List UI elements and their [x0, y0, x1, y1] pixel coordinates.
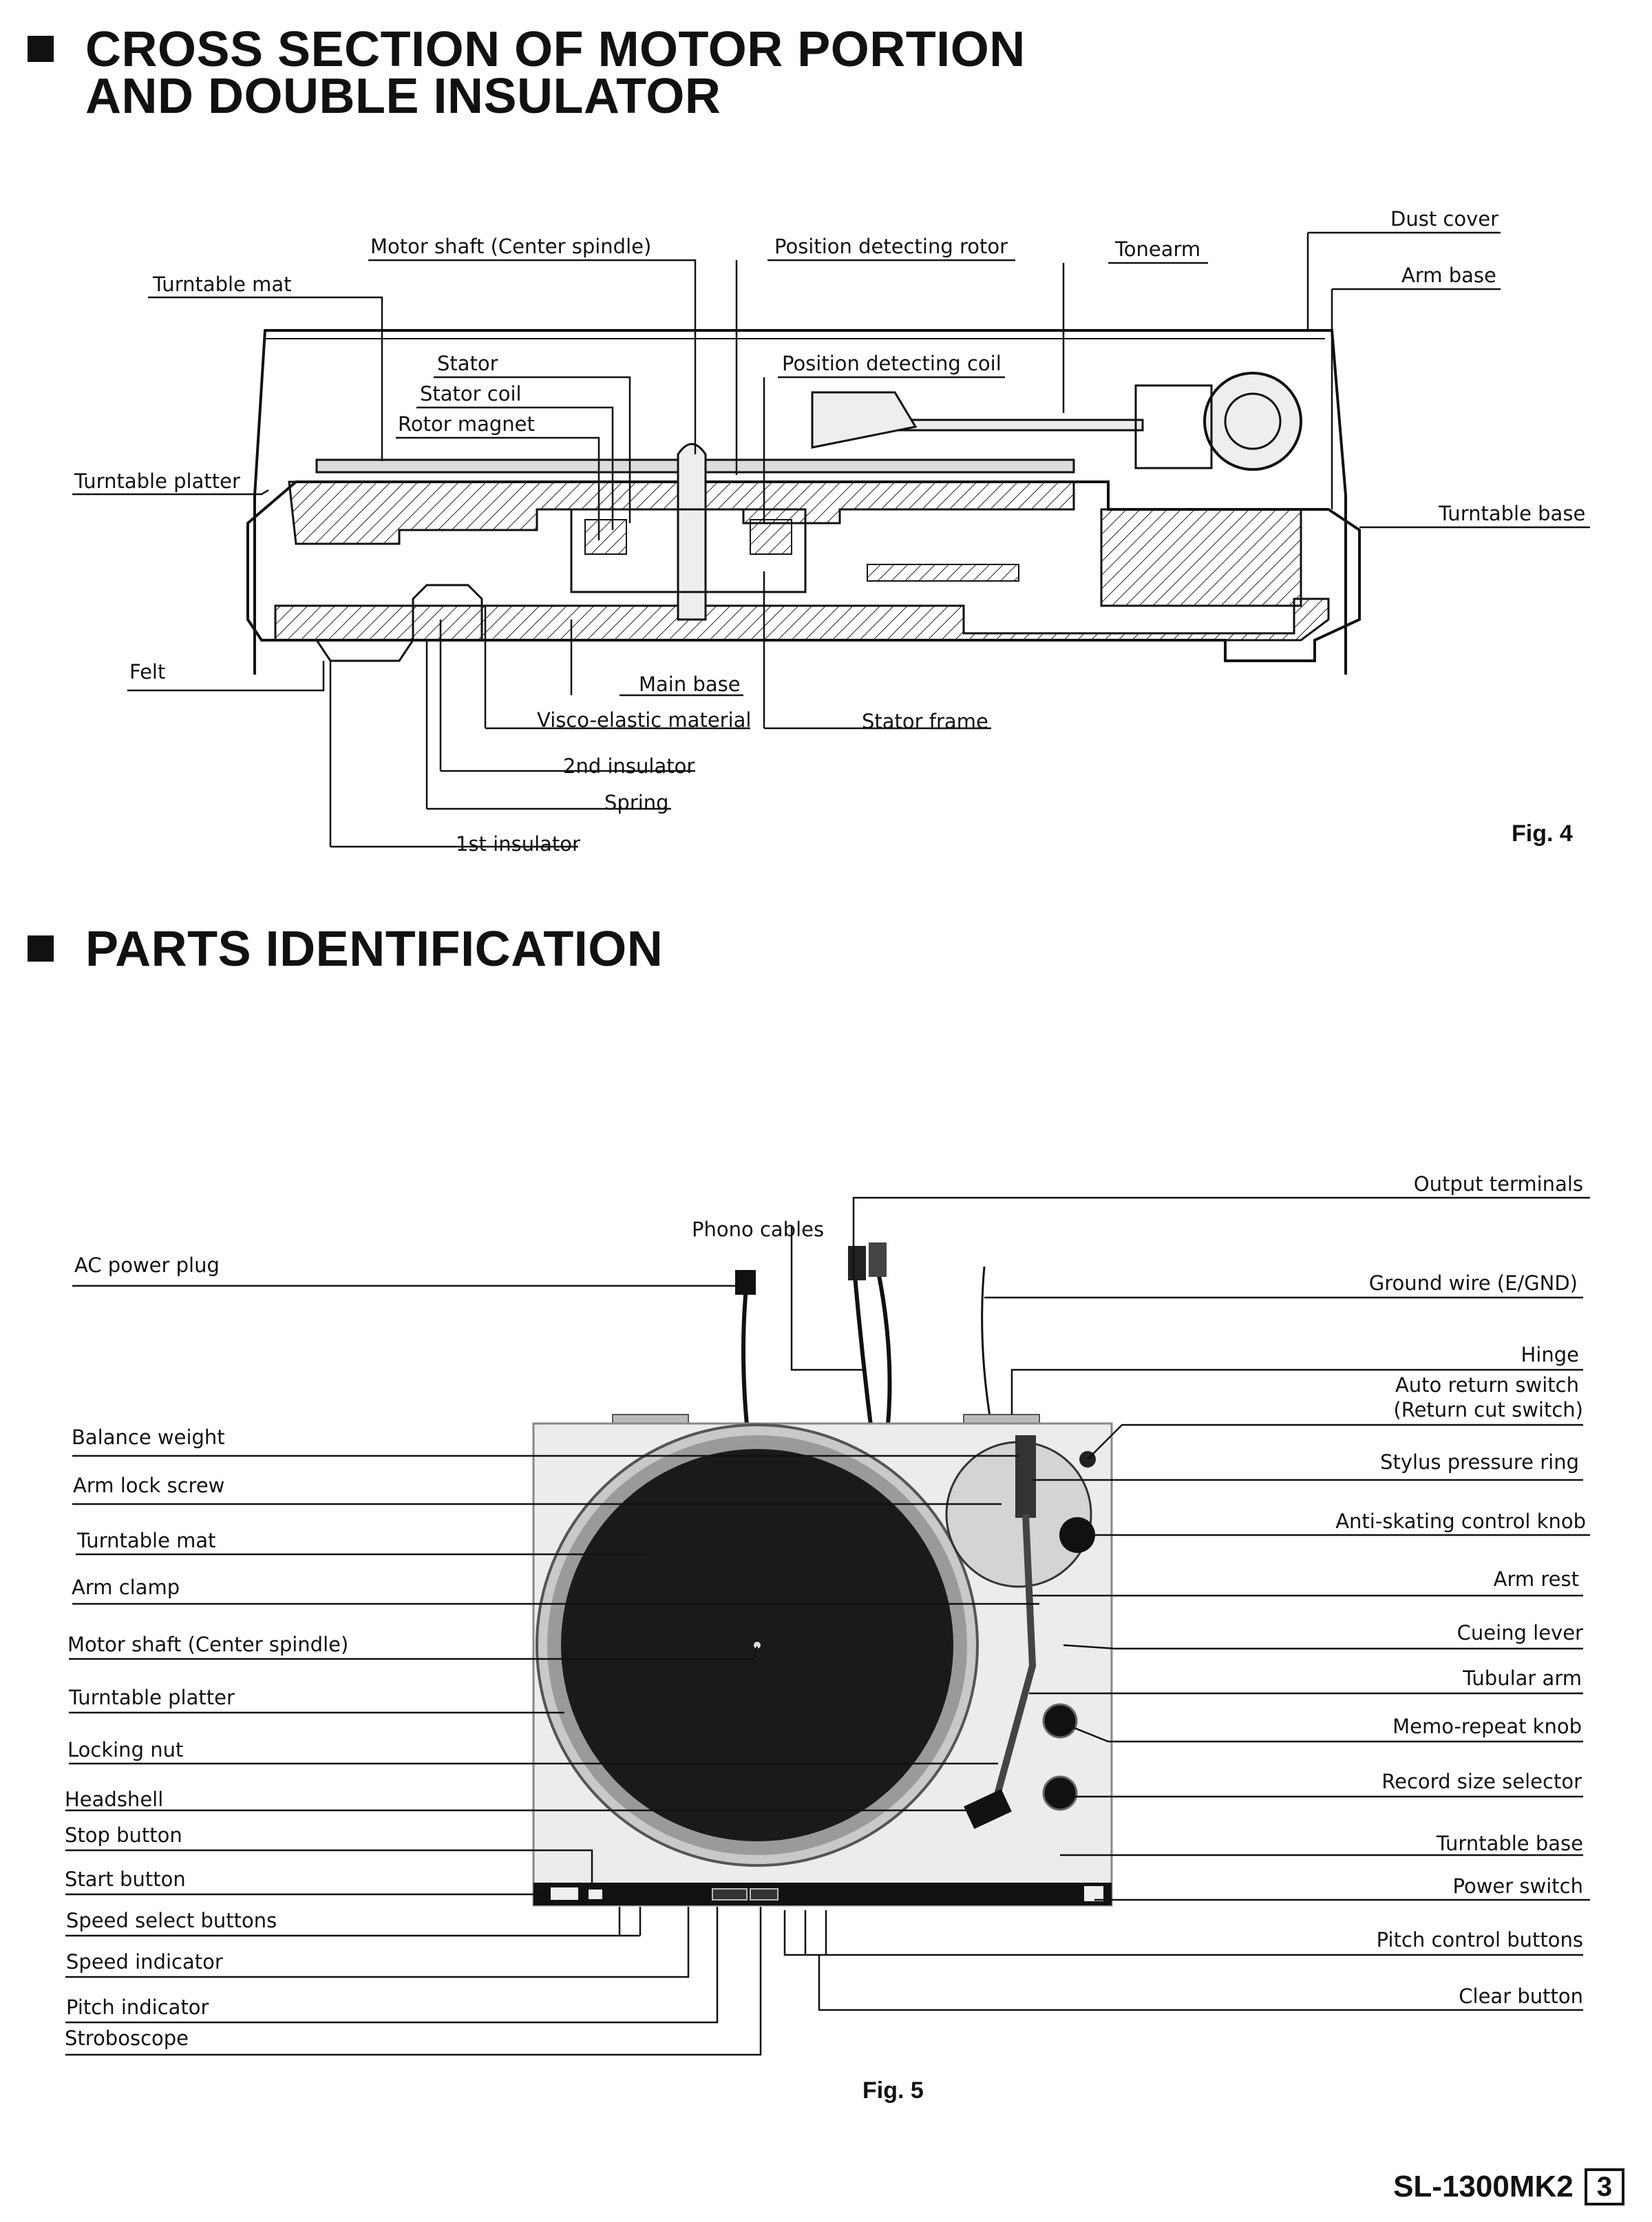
- fig5-label-auto-return-switch: Auto return switch: [1395, 1373, 1579, 1397]
- page-footer: SL-1300MK2 3: [1393, 2168, 1624, 2205]
- fig5-label-speed-indicator: Speed indicator: [66, 1950, 223, 1974]
- fig5-label-locking-nut: Locking nut: [67, 1738, 184, 1761]
- fig5-label-hinge: Hinge: [1521, 1343, 1580, 1366]
- fig5-label-turntable-mat: Turntable mat: [77, 1529, 216, 1552]
- section-bullet-icon: [28, 935, 54, 962]
- fig4-label-position-coil: Position detecting coil: [782, 352, 1002, 375]
- fig5-label-speed-select-buttons: Speed select buttons: [66, 1909, 277, 1932]
- fig4-main-base-shape: [274, 597, 1330, 642]
- fig5-label-pitch-control-buttons: Pitch control buttons: [1376, 1928, 1583, 1951]
- fig5-label-headshell: Headshell: [65, 1788, 164, 1811]
- fig5-label-cueing-lever: Cueing lever: [1457, 1621, 1583, 1644]
- fig5-label-memo-repeat-knob: Memo-repeat knob: [1392, 1715, 1582, 1738]
- fig4-label-position-rotor: Position detecting rotor: [774, 235, 1008, 258]
- fig5-label-stroboscope: Stroboscope: [65, 2027, 189, 2050]
- fig4-spindle-shape: [677, 443, 707, 621]
- fig5-label-arm-rest: Arm rest: [1493, 1567, 1579, 1591]
- fig5-label-stylus-pressure-ring: Stylus pressure ring: [1380, 1450, 1579, 1474]
- fig4-arm-base-block: [1100, 508, 1302, 607]
- fig4-label-main-base: Main base: [639, 673, 741, 696]
- fig4-label-spring: Spring: [604, 791, 669, 814]
- fig5-label-ground-wire: Ground wire (E/GND): [1368, 1271, 1578, 1295]
- fig5-label-pitch-indicator: Pitch indicator: [66, 1996, 209, 2019]
- fig4-caption: Fig. 4: [1512, 821, 1573, 847]
- fig4-label-stator-coil: Stator coil: [420, 382, 522, 405]
- fig5-label-arm-lock-screw: Arm lock screw: [73, 1474, 225, 1497]
- fig5-label-anti-skating-knob: Anti-skating control knob: [1335, 1510, 1586, 1533]
- fig5-label-phono-cables: Phono cables: [692, 1218, 825, 1241]
- fig5-label-turntable-base: Turntable base: [1436, 1832, 1583, 1855]
- fig4-label-turntable-base: Turntable base: [1439, 502, 1586, 525]
- fig5-caption: Fig. 5: [862, 2077, 924, 2104]
- cross-section-title-line-1: CROSS SECTION OF MOTOR PORTION: [85, 22, 1026, 77]
- parts-identification-title: PARTS IDENTIFICATION: [28, 922, 854, 981]
- cross-section-title-line-2: AND DOUBLE INSULATOR: [85, 69, 721, 124]
- fig5-label-stop-button: Stop button: [65, 1823, 182, 1847]
- fig4-label-2nd-insulator: 2nd insulator: [563, 754, 695, 778]
- cross-section-title: CROSS SECTION OF MOTOR PORTION AND DOUBL…: [28, 22, 1198, 124]
- fig4-label-motor-shaft: Motor shaft (Center spindle): [370, 235, 652, 258]
- fig5-label-record-size-selector: Record size selector: [1381, 1770, 1582, 1793]
- fig4-label-stator-frame: Stator frame: [862, 710, 988, 733]
- fig5-label-tubular-arm: Tubular arm: [1463, 1666, 1582, 1690]
- fig4-label-dust-cover: Dust cover: [1390, 207, 1499, 231]
- fig5-label-turntable-platter: Turntable platter: [69, 1686, 235, 1709]
- fig4-label-turntable-mat: Turntable mat: [153, 273, 292, 296]
- fig4-cross-section-drawing: [246, 329, 1361, 675]
- fig5-label-return-cut-switch: (Return cut switch): [1393, 1398, 1583, 1421]
- parts-identification-title-text: PARTS IDENTIFICATION: [85, 922, 664, 977]
- fig4-label-arm-base: Arm base: [1401, 264, 1496, 287]
- fig4-label-rotor-magnet: Rotor magnet: [398, 412, 535, 436]
- fig5-label-power-switch: Power switch: [1452, 1874, 1583, 1898]
- fig5-label-ac-power-plug: AC power plug: [74, 1253, 220, 1277]
- fig4-label-tonearm: Tonearm: [1115, 237, 1201, 261]
- fig5-label-motor-shaft: Motor shaft (Center spindle): [67, 1633, 349, 1656]
- model-number: SL-1300MK2: [1393, 2170, 1574, 2203]
- fig5-control-strip: [533, 1883, 1112, 1905]
- fig5-label-balance-weight: Balance weight: [72, 1426, 225, 1449]
- fig5-label-arm-clamp: Arm clamp: [72, 1576, 180, 1599]
- page-number: 3: [1584, 2168, 1624, 2205]
- fig4-label-1st-insulator: 1st insulator: [456, 832, 580, 856]
- fig5-label-clear-button: Clear button: [1459, 1985, 1583, 2008]
- fig4-label-felt: Felt: [129, 660, 166, 684]
- fig4-label-stator: Stator: [437, 352, 498, 375]
- fig4-label-turntable-platter: Turntable platter: [74, 469, 240, 493]
- fig5-label-output-terminals: Output terminals: [1413, 1172, 1583, 1196]
- section-bullet-icon: [28, 36, 54, 62]
- fig4-label-visco-elastic: Visco-elastic material: [537, 708, 752, 732]
- fig4-leader-lines: [72, 231, 1590, 848]
- fig5-label-start-button: Start button: [65, 1867, 186, 1891]
